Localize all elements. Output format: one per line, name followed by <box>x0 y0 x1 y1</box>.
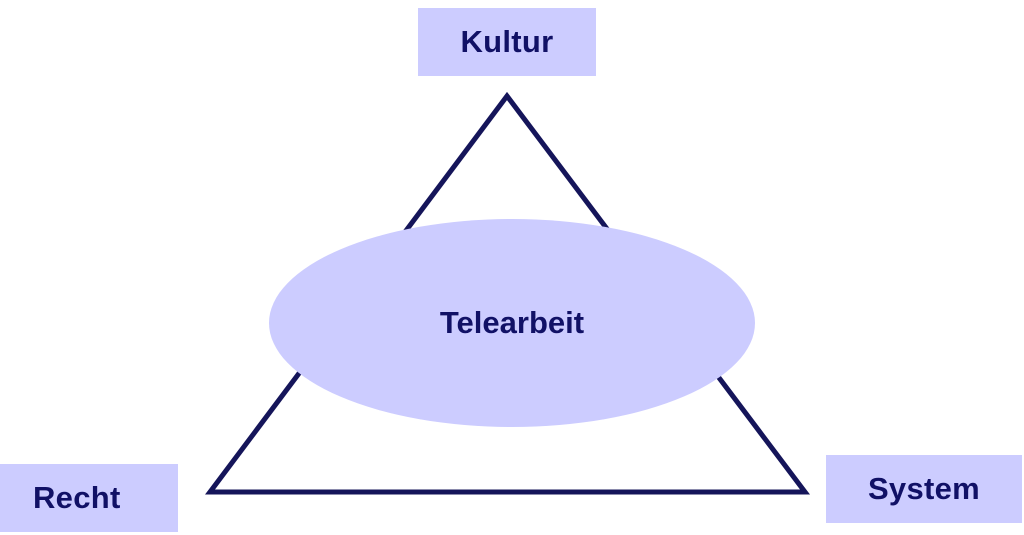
node-system-label: System <box>867 471 981 506</box>
node-kultur: Kultur <box>418 8 596 76</box>
node-system: System <box>826 455 1022 523</box>
node-recht-label: Recht <box>33 480 121 515</box>
node-kultur-label: Kultur <box>460 24 554 59</box>
center-node: Telearbeit <box>270 290 754 356</box>
center-ellipse <box>269 219 755 427</box>
node-recht: Recht <box>0 464 178 532</box>
center-node-label: Telearbeit <box>439 305 585 340</box>
